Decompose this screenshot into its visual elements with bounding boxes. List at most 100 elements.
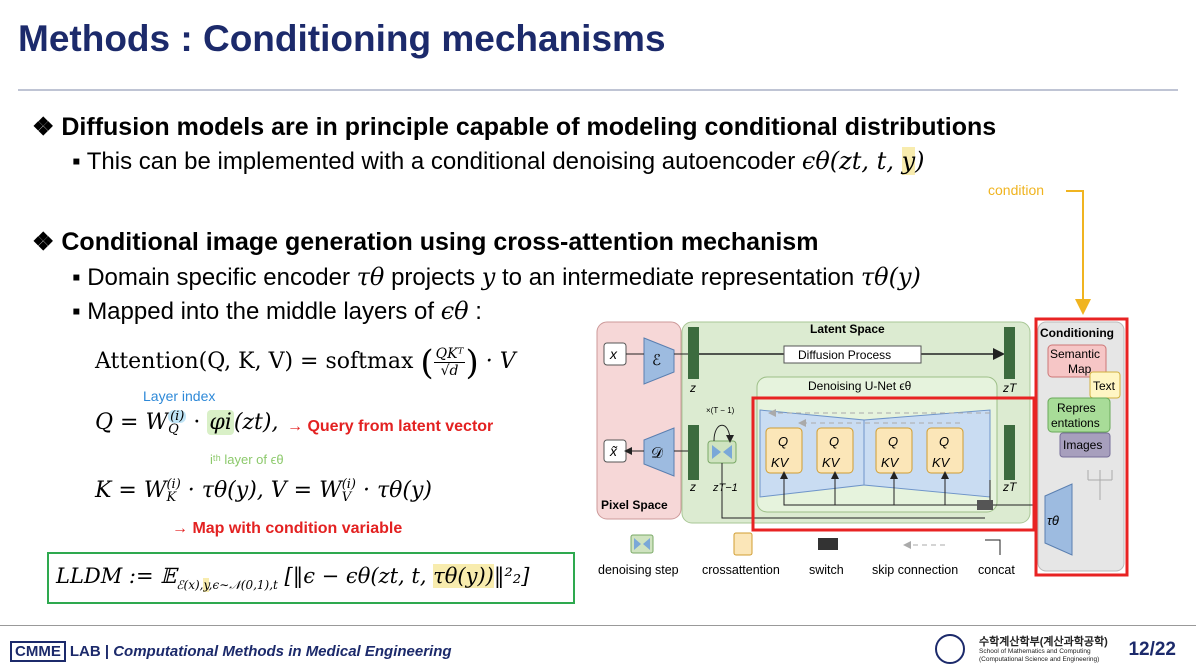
map-note: → Map with condition variable	[172, 520, 403, 537]
representations-label-2: entations	[1051, 416, 1100, 430]
qkv-block-2: Q KV	[816, 427, 854, 474]
attention-eq-left: Attention(Q, K, V) = softmax	[95, 349, 414, 374]
bullet2-sub2-eps: ϵθ	[440, 297, 469, 325]
kv-eq-end: · τθ(y)	[363, 478, 432, 503]
q-eq-a: Q = W	[95, 410, 169, 435]
footer-lab-text: LAB	[69, 643, 101, 660]
kv-equation: K = W(i)K · τθ(y), V = W(i)V · τθ(y)	[95, 478, 432, 504]
legend-concat: concat	[978, 563, 1015, 577]
bullet2-sub1: ▪ Domain specific encoder τθ projects y …	[72, 263, 921, 292]
attention-equation: Attention(Q, K, V) = softmax (QKᵀ√d) · V	[95, 343, 516, 383]
semantic-map-label: Semantic	[1050, 347, 1100, 361]
bullet2-sub1-c: to an intermediate representation	[502, 264, 855, 291]
attention-fraction-den: √d	[440, 362, 459, 379]
denoise-step-glyph-b	[723, 445, 732, 459]
ldm-eq-sub-b: ,ϵ∼𝒩(0,1),t	[208, 578, 278, 592]
qkv-kv-label: KV	[932, 455, 951, 470]
decoder-shape	[643, 427, 675, 477]
x-tilde-label: x̃	[609, 443, 618, 459]
bullet1-heading-text: Diffusion models are in principle capabl…	[61, 113, 997, 141]
diffusion-process-box	[783, 345, 922, 364]
legend-skip-connection: skip connection	[872, 563, 958, 577]
kv-eq-v-sup: (i)	[341, 477, 356, 492]
legend-denoise-glyph-b	[643, 538, 650, 550]
q-eq-sub: Q	[168, 422, 179, 437]
q-eq-scripts: (i)Q	[168, 410, 187, 437]
z-bar-top	[688, 327, 699, 379]
q-eq-phi: φi	[207, 410, 234, 435]
tau-encoder-shape	[1044, 483, 1073, 556]
square-bullet-icon: ▪	[72, 264, 81, 291]
bullet1-heading: ❖ Diffusion models are in principle capa…	[32, 112, 996, 142]
kv-eq-v-scripts: (i)V	[342, 478, 356, 504]
z-label-top: z	[689, 381, 696, 395]
university-logo: 수학계산학부(계산과학공학) School of Mathematics and…	[935, 632, 1120, 666]
ldm-eq-tau: τθ(y))	[433, 564, 494, 588]
q-eq-c: (zt),	[233, 410, 279, 435]
bullet1-sub-math-end: )	[915, 147, 925, 175]
zT1-label: zT−1	[712, 482, 738, 494]
images-box	[1059, 432, 1111, 458]
bullet1-sub-text: This can be implemented with a condition…	[86, 148, 796, 175]
bullet2-sub1-b: projects	[391, 264, 476, 291]
bullet1-sub-math: ϵθ(zt, t,	[801, 147, 902, 175]
zT-label-bottom: zT	[1002, 480, 1018, 494]
kv-eq-k-sup: (i)	[166, 477, 181, 492]
switch-icon	[977, 500, 993, 510]
ldm-eq-c: ‖²₂]	[493, 564, 530, 588]
univ-name-en1: School of Mathematics and Computing	[979, 648, 1091, 655]
legend-crossattention: crossattention	[702, 563, 780, 577]
ldm-eq-a: LLDM := 𝔼	[56, 564, 177, 588]
loop-arrow	[713, 424, 734, 443]
page-number: 12/22	[1128, 639, 1176, 660]
pixel-space-label: Pixel Space	[601, 498, 668, 512]
paren-left: (	[420, 343, 434, 383]
zT-bar-bottom	[1004, 425, 1015, 480]
qkv-q-label: Q	[778, 434, 788, 449]
ldm-loss-box	[47, 552, 575, 604]
semantic-map-label-2: Map	[1068, 362, 1092, 376]
bullet2-sub2-a: Mapped into the middle layers of	[87, 298, 435, 325]
semantic-map-box	[1047, 344, 1107, 378]
attention-eq-end: · V	[485, 349, 516, 374]
square-bullet-icon: ▪	[72, 148, 81, 175]
bullet2-sub1-a: Domain specific encoder	[87, 264, 350, 291]
decoder-label: 𝒟	[651, 445, 663, 462]
ldm-eq-subscript: ℰ(x),y,ϵ∼𝒩(0,1),t	[176, 578, 278, 592]
encoder-label: ℰ	[652, 352, 661, 369]
footer-lab-fullname: Computational Methods in Medical Enginee…	[113, 643, 452, 660]
qkv-block-3: Q KV	[875, 427, 913, 474]
bullet2-sub2-b: :	[475, 298, 482, 325]
encoder-shape	[643, 337, 675, 385]
legend-denoising-step: denoising step	[598, 563, 679, 577]
bullet2-sub1-tau: τθ	[356, 263, 385, 291]
q-eq-dot: ·	[193, 410, 201, 435]
qkv-kv-label: KV	[822, 455, 841, 470]
diamond-bullet-icon: ❖	[32, 113, 55, 141]
conditioning-highlight-box	[1034, 317, 1129, 577]
legend-switch-icon	[818, 538, 838, 550]
latent-space-label: Latent Space	[810, 322, 885, 336]
university-seal-icon	[935, 634, 965, 664]
query-note: → Query from latent vector	[287, 418, 494, 435]
bullet2-heading: ❖ Conditional image generation using cro…	[32, 227, 818, 257]
kv-eq-a: K = W	[95, 478, 167, 503]
ldm-eq-sub-y: y	[203, 578, 209, 592]
conditioning-label: Conditioning	[1040, 326, 1114, 340]
representations-box	[1047, 397, 1111, 433]
diffusion-process-label: Diffusion Process	[798, 348, 891, 362]
z-label-bottom: z	[689, 480, 696, 494]
kv-eq-v-sub: V	[341, 490, 352, 505]
univ-name-en2: (Computational Science and Engineering)	[979, 656, 1100, 663]
qkv-q-label: Q	[888, 434, 898, 449]
title-divider	[18, 89, 1178, 91]
layer-index-label: Layer index	[143, 388, 216, 404]
attention-fraction-num: QKᵀ	[433, 345, 466, 363]
cmme-logo-box: CMME	[10, 641, 66, 662]
attention-fraction: QKᵀ√d	[433, 345, 466, 379]
text-label: Text	[1093, 379, 1116, 393]
qkv-kv-label: KV	[771, 455, 790, 470]
kv-eq-k-sub: K	[166, 490, 177, 505]
kv-eq-k-scripts: (i)K	[166, 478, 180, 504]
